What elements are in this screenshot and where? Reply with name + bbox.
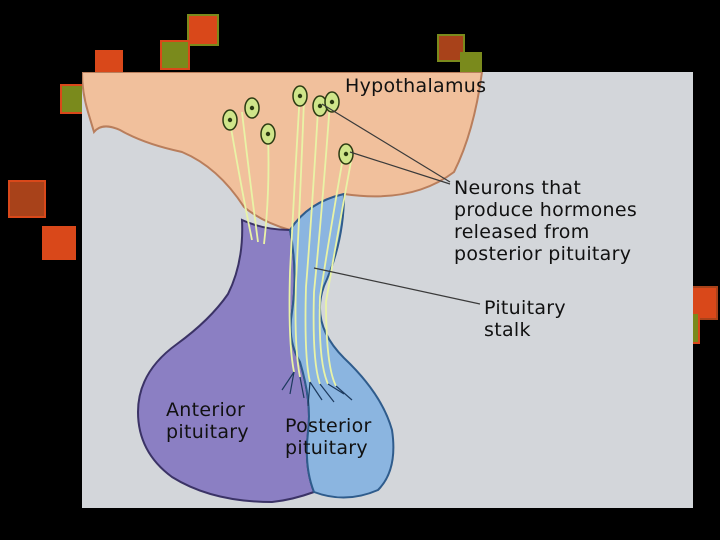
hypothalamus-shape: [82, 72, 484, 232]
decor-square: [187, 14, 219, 46]
hypothalamus-label: Hypothalamus: [345, 75, 487, 97]
anterior-label-line-2: pituitary: [166, 421, 249, 443]
neurons-label-line-3: released from: [454, 221, 590, 243]
neurons-label-line-1: Neurons that: [454, 177, 582, 199]
leader-lines: [313, 103, 481, 305]
axon-terminals: [281, 371, 353, 407]
stalk-label-line-2: stalk: [484, 319, 531, 341]
neuron-nuclei: [227, 93, 349, 157]
decor-square: [160, 40, 190, 70]
stalk-label-line-1: Pituitary: [484, 297, 566, 319]
posterior-label-line-2: pituitary: [285, 437, 368, 459]
decor-square: [8, 180, 46, 218]
pituitary-diagram: Hypothalamus Neurons that produce hormon…: [82, 72, 693, 508]
neurons-label-line-4: posterior pituitary: [454, 243, 632, 265]
decor-square: [460, 52, 482, 74]
neuron-fibers: [229, 91, 353, 387]
anterior-label-line-1: Anterior: [166, 399, 246, 421]
diagram-drawing: [82, 72, 693, 508]
neurons-label-line-2: produce hormones: [454, 199, 638, 221]
decor-square: [42, 226, 76, 260]
posterior-label-line-1: Posterior: [285, 415, 372, 437]
